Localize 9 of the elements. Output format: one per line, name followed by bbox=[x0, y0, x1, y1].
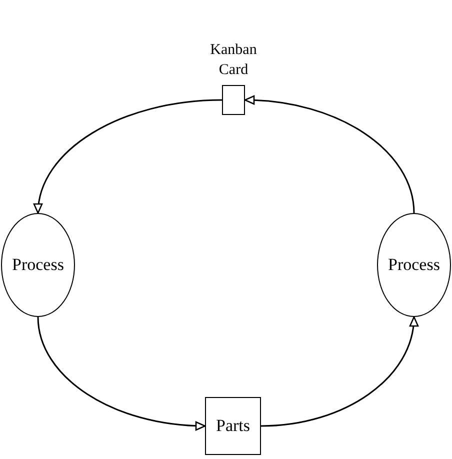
node-label: Process bbox=[388, 255, 440, 275]
card-label: Kanban Card bbox=[209, 41, 258, 80]
arrow bbox=[34, 99, 222, 214]
arrow bbox=[37, 316, 206, 430]
arrow bbox=[260, 316, 418, 427]
node-label: Parts bbox=[216, 416, 250, 436]
parts-box bbox=[205, 397, 261, 455]
node-label: Process bbox=[12, 255, 64, 275]
arrow bbox=[244, 96, 415, 214]
